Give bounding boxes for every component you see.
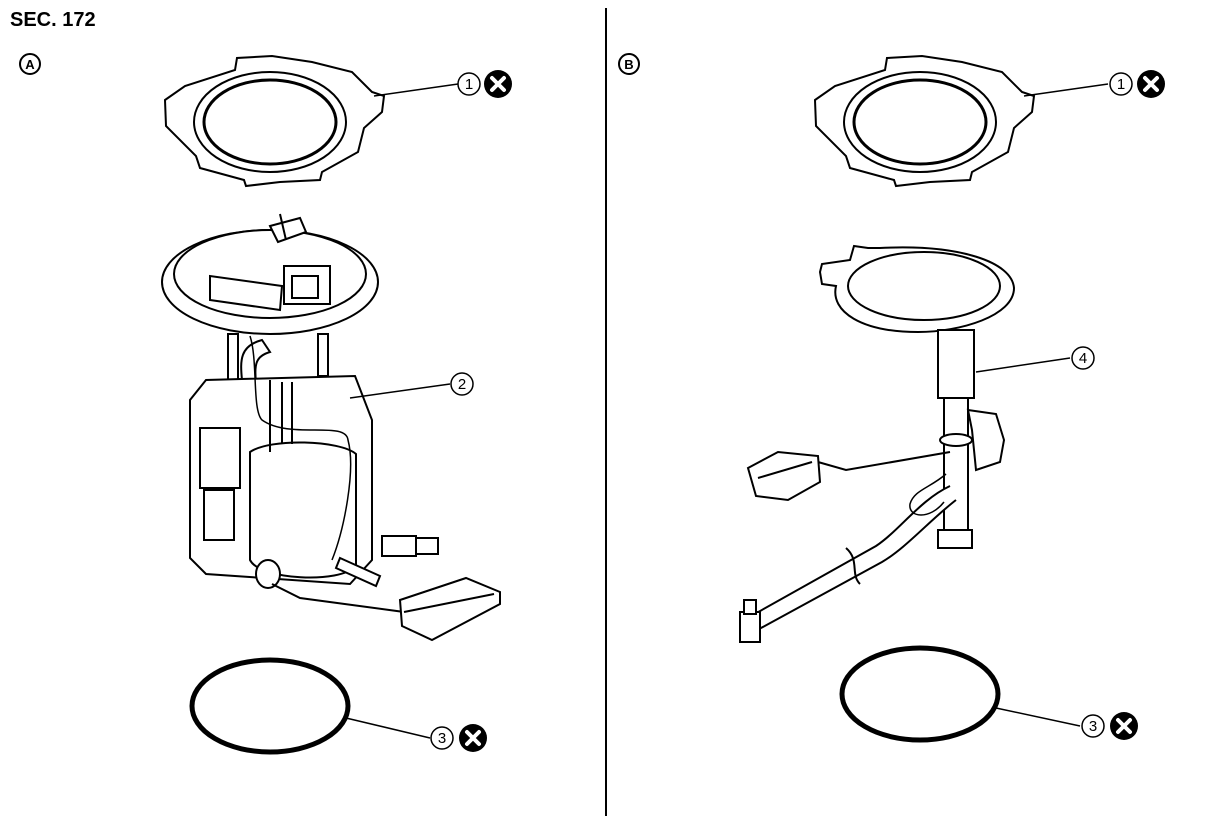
b-o-ring-leader xyxy=(995,707,1081,727)
b-o-ring-callout: 3 xyxy=(1081,710,1140,742)
b-lock-ring-callout: 1 xyxy=(1109,68,1167,100)
do-not-reuse-icon xyxy=(1108,710,1140,742)
panel-b-marker: B xyxy=(618,53,640,75)
panel-a-marker: A xyxy=(19,53,41,75)
b-o-ring-number: 3 xyxy=(1089,718,1097,735)
a-lock-ring-callout: 1 xyxy=(457,68,514,100)
panel-b-letter: B xyxy=(624,57,633,72)
b-sender-callout: 4 xyxy=(1071,346,1095,370)
b-lock-ring-number: 1 xyxy=(1117,76,1125,93)
a-pump-number: 2 xyxy=(458,376,466,393)
a-pump-callout: 2 xyxy=(450,372,474,396)
do-not-reuse-icon xyxy=(1135,68,1167,100)
b-wire-loop xyxy=(909,473,947,516)
a-lock-ring xyxy=(163,54,386,188)
section-label: SEC. 172 xyxy=(10,9,96,31)
a-o-ring-leader xyxy=(345,717,431,739)
a-o-ring xyxy=(189,657,351,755)
b-sender-number: 4 xyxy=(1079,350,1087,367)
do-not-reuse-icon xyxy=(457,722,489,754)
b-o-ring xyxy=(839,645,1001,743)
a-o-ring-callout: 3 xyxy=(430,722,489,754)
b-lock-ring-leader xyxy=(1023,83,1109,97)
panel-a-letter: A xyxy=(25,57,35,72)
a-fuel-pump-assembly xyxy=(161,213,501,642)
a-lock-ring-leader xyxy=(373,83,459,97)
a-wire-harness xyxy=(249,335,352,561)
a-lock-ring-number: 1 xyxy=(465,76,473,93)
a-pump-leader xyxy=(349,383,451,399)
do-not-reuse-icon xyxy=(482,68,514,100)
b-fuel-level-sender xyxy=(739,244,1016,643)
b-hose-break-mark xyxy=(845,547,861,585)
b-sender-leader xyxy=(975,357,1071,373)
b-lock-ring xyxy=(813,54,1036,188)
a-o-ring-number: 3 xyxy=(438,730,446,747)
